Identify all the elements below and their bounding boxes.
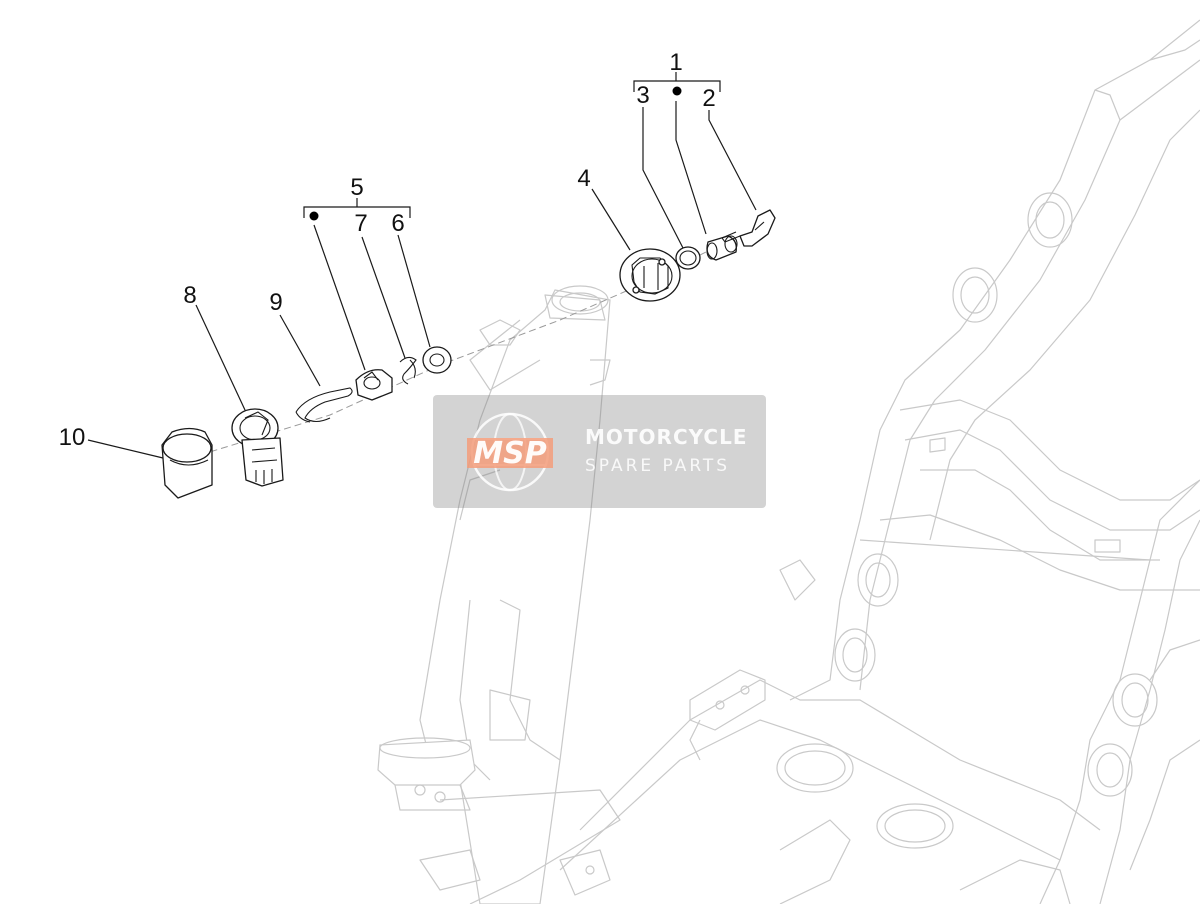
part-5-body <box>355 369 393 401</box>
part-lock-cylinder <box>706 235 738 261</box>
part-8-connector <box>231 408 284 487</box>
callout-labels: 1 2 3 4 5 6 7 8 9 10 <box>59 49 716 451</box>
part-4-housing <box>619 248 681 302</box>
callout-3: 3 <box>636 82 649 109</box>
callout-2: 2 <box>702 85 715 112</box>
part-3-ring <box>675 246 701 270</box>
callout-5: 5 <box>350 174 363 201</box>
watermark-title: MOTORCYCLE <box>585 425 748 449</box>
part-6-washer <box>422 346 452 374</box>
callout-6: 6 <box>391 210 404 237</box>
callout-10: 10 <box>59 424 86 451</box>
watermark-subtitle: SPARE PARTS <box>585 456 731 476</box>
part-7-spring <box>399 356 417 385</box>
callout-7: 7 <box>354 210 367 237</box>
watermark: MSP MOTORCYCLE SPARE PARTS <box>433 395 766 508</box>
msp-logo-text: MSP <box>473 436 546 471</box>
part-9-clip <box>295 387 353 423</box>
msp-logo: MSP <box>467 412 553 492</box>
callout-8: 8 <box>183 282 196 309</box>
callout-4: 4 <box>577 165 590 192</box>
scooter-frame <box>377 19 1200 904</box>
part-2-key <box>721 209 776 247</box>
callout-leaders <box>87 72 757 459</box>
callout-9: 9 <box>269 289 282 316</box>
callout-1: 1 <box>669 49 682 76</box>
msp-logo-band <box>467 438 553 468</box>
part-10-cap <box>161 427 213 499</box>
